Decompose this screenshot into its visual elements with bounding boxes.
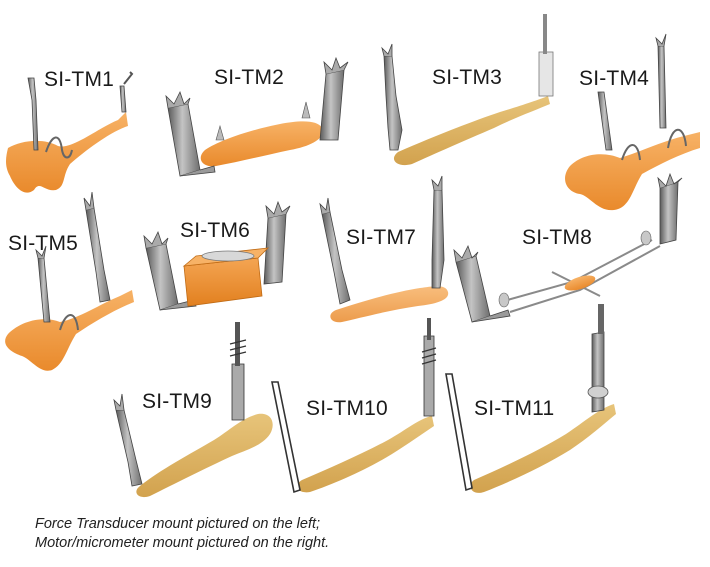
tm10-illustration <box>271 318 437 494</box>
tm1-left-clip <box>45 136 73 159</box>
tm7-right-probe <box>431 189 445 289</box>
tm5-label: SI-TM5 <box>8 232 79 255</box>
tm3-left-probe <box>383 55 403 151</box>
tm7-label: SI-TM7 <box>346 226 417 249</box>
tm4-label: SI-TM4 <box>579 67 650 90</box>
tm2-right-mount <box>319 69 345 141</box>
tm2-tissue <box>200 121 323 167</box>
tm10-label: SI-TM10 <box>306 397 388 420</box>
tm11-right-probe <box>591 331 605 413</box>
tm5-tissue <box>5 290 134 371</box>
tm5-right-probe <box>85 207 111 303</box>
tm8-label: SI-TM8 <box>522 226 593 249</box>
tm10-tissue <box>296 416 434 493</box>
tm3-tissue <box>393 96 550 166</box>
tm10-right-probe <box>423 335 435 417</box>
tm8-right-mount <box>659 181 679 245</box>
tm6-left-mount <box>145 243 179 311</box>
tm6-illustration <box>143 200 291 311</box>
tm5-illustration <box>5 191 134 371</box>
tm2-left-mount <box>167 103 201 177</box>
tm1-left-probe <box>27 77 39 151</box>
tm2-label: SI-TM2 <box>214 66 285 89</box>
tm11-label: SI-TM11 <box>474 397 555 420</box>
tm4-illustration <box>565 33 700 211</box>
tm9-label: SI-TM9 <box>142 390 213 413</box>
tm5-left-probe <box>37 257 51 323</box>
tm6-label: SI-TM6 <box>180 219 251 242</box>
tm3-label: SI-TM3 <box>432 66 503 89</box>
tm3-right-post <box>538 51 554 97</box>
tm11-illustration <box>445 304 616 493</box>
tm8-tissue <box>564 275 596 291</box>
tm1-label: SI-TM1 <box>44 68 115 91</box>
tm3-illustration <box>381 14 554 166</box>
tm1-illustration <box>6 71 134 193</box>
tm8-illustration <box>453 172 683 323</box>
tm1-tissue <box>6 112 128 193</box>
tm4-left-probe <box>597 91 613 151</box>
tm1-right-probe <box>119 85 127 113</box>
tm4-right-probe <box>657 45 667 129</box>
caption-line-1: Force Transducer mount pictured on the l… <box>35 516 321 532</box>
tm9-left-probe <box>115 409 143 487</box>
tm7-illustration <box>319 175 449 323</box>
figure-caption: Force Transducer mount pictured on the l… <box>35 515 329 553</box>
tm7-tissue <box>330 286 449 323</box>
tm8-left-mount <box>455 255 491 323</box>
tm11-left-probe <box>445 373 473 492</box>
tm9-illustration <box>113 322 273 498</box>
tm9-tissue <box>136 413 273 498</box>
tm9-right-probe <box>231 363 245 421</box>
tm2-illustration <box>165 56 349 177</box>
caption-line-2: Motor/micrometer mount pictured on the r… <box>35 535 330 551</box>
tm4-tissue <box>565 132 700 211</box>
tm6-tissue-box <box>183 257 263 307</box>
tm11-tissue <box>470 404 616 493</box>
tm10-left-probe <box>271 381 301 494</box>
